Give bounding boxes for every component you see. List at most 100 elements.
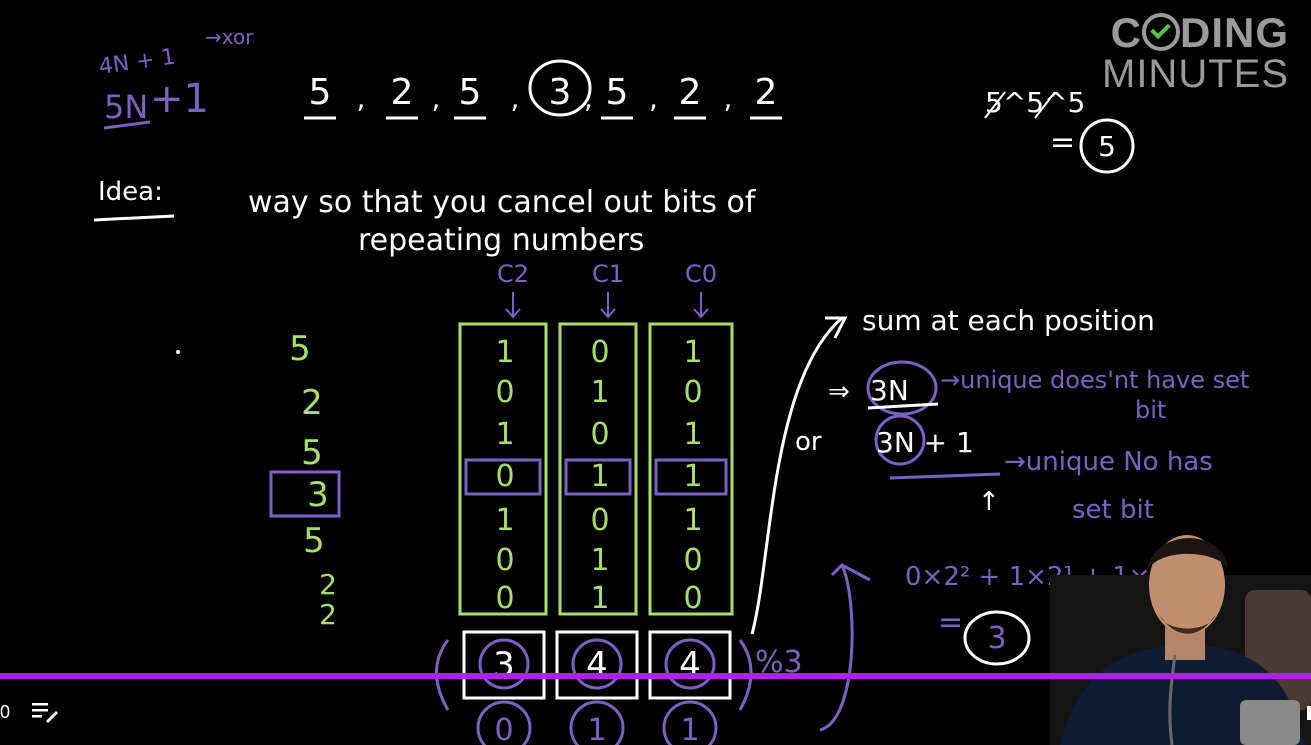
unique-number-box [269,470,341,518]
note-5n: 5N [104,88,148,126]
bit-cell: 1 [683,459,702,494]
player-controls [0,680,1311,745]
sequence-number: 5 [606,72,629,113]
presenter-webcam [1050,535,1311,745]
unique-bit-box [464,458,542,496]
xor-equals: = [1050,125,1075,160]
bit-cell: 1 [590,459,609,494]
check-icon [1142,13,1180,51]
remainder-circle [476,700,532,745]
case-3n: 3N [870,374,909,407]
logo-word-ding: DING [1180,9,1289,56]
curved-arrow-head [825,316,848,339]
curved-arrow [750,316,843,635]
remainder-value: 0 [494,713,513,745]
unique-circle [528,59,592,117]
sum-box [555,630,639,700]
idea-line-1: way so that you cancel out bits of [248,185,757,220]
bit-cell: 1 [683,503,702,538]
sum-box [462,630,546,700]
bit-cell: 1 [590,543,609,578]
column-arrow [505,292,521,319]
sum-value: 4 [679,645,701,685]
formula-equals: = [938,605,963,640]
sum-circle [664,638,716,690]
sum-value: 4 [586,645,608,685]
up-arrow: ↑ [978,487,1000,517]
remainder-value: 1 [587,713,606,745]
column-label: C2 [497,260,529,288]
unique-bit-box [654,458,728,496]
dot [176,350,180,354]
bit-cell: 1 [683,417,702,452]
note-5n-underline [103,120,151,130]
number-row: 5 [303,521,325,561]
sequence-comma: , [357,82,366,115]
mic-box [1240,700,1300,745]
bit-cell: 0 [590,417,609,452]
right-paren [738,639,753,711]
bit-cell: 0 [590,503,609,538]
bit-cell: 0 [495,459,514,494]
number-row: 2 [319,598,337,631]
sequence-comma: , [724,82,733,115]
sequence-number: 5 [309,72,332,113]
bit-cell: 0 [683,543,702,578]
formula-result-circle [963,610,1031,666]
bit-cell: 0 [683,375,702,410]
case-3n-circle [866,360,938,416]
note-xor: →xor [205,25,254,49]
bit-cell: 1 [495,417,514,452]
case-3n1-circle [874,414,926,466]
presenter-face [1149,535,1225,635]
chapters-icon[interactable] [30,699,60,725]
strike-2 [1034,91,1056,119]
mic-cable [1168,654,1177,745]
formula-result: 3 [987,621,1006,656]
sum-value: 3 [493,645,515,685]
remainder-circle [662,700,718,745]
left-paren [435,639,450,711]
case-3n1-note-2: set bit [1072,495,1154,525]
xor-result-circle [1079,118,1135,174]
idea-line-2: repeating numbers [358,223,644,258]
sequence-number: 2 [391,72,414,113]
bit-cell: 0 [495,375,514,410]
video-progress-bar[interactable] [0,673,1311,679]
number-row: 2 [301,383,323,423]
sum-circle [478,638,530,690]
bit-cell: 1 [683,335,702,370]
bit-column [458,322,548,616]
strike-1 [984,91,1006,119]
sequence-comma: , [432,82,441,115]
column-arrow [693,292,709,319]
case-3n1-note-1: →unique No has [1004,447,1213,477]
bit-cell: 1 [590,375,609,410]
logo-letter-c: C [1110,9,1142,56]
bit-column [558,322,638,616]
case-3n-note-2: bit [1135,396,1166,424]
sequence-comma: , [511,82,520,115]
xor-result: 5 [1098,130,1116,163]
column-label: C1 [592,260,624,288]
number-sequence: 5,2,5,3,5,2,2 [304,72,782,120]
bit-cell: 1 [495,503,514,538]
sum-label: sum at each position [862,304,1155,337]
right-control-edge[interactable] [1307,706,1311,720]
presenter-hair [1148,538,1228,570]
bit-cell: 0 [590,335,609,370]
sequence-number: 3 [549,72,572,113]
sequence-number: 2 [679,72,702,113]
bit-column [648,322,734,616]
idea-label: Idea: [98,177,163,207]
sum-circle [571,638,623,690]
bit-cell: 0 [495,581,514,616]
number-row: 3 [307,475,329,515]
number-row: 5 [289,329,311,369]
number-row: 2 [319,568,337,601]
case-3n1: 3N + 1 [876,426,974,459]
